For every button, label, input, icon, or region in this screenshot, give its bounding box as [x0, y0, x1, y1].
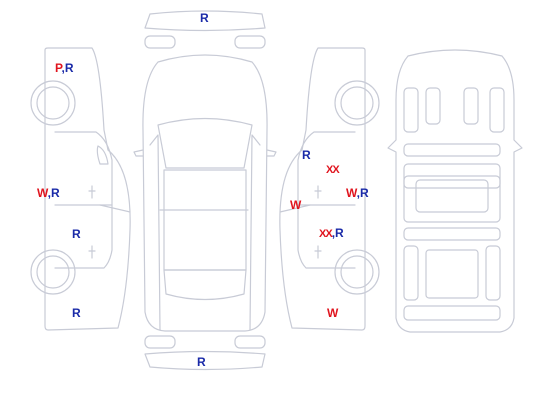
rear-bumper-outline	[144, 335, 266, 371]
mark-left-rear-quarter: R	[72, 307, 81, 319]
mark-front-bumper: R	[200, 12, 209, 24]
mark-code: XX	[326, 164, 340, 176]
mark-rear-bumper: R	[197, 356, 206, 368]
mark-right-front-fender: R	[302, 149, 311, 161]
mark-code: R	[72, 306, 81, 320]
mark-code: R	[51, 186, 60, 200]
mark-code: R	[197, 355, 206, 369]
underside-view-outline	[387, 49, 523, 333]
mark-right-front-door-upper: XX	[326, 164, 340, 176]
mark-code: R	[360, 186, 369, 200]
mark-code: R	[64, 61, 74, 75]
mark-code: R	[200, 11, 209, 25]
mark-left-rear-door: R	[72, 228, 81, 240]
mark-code: R	[302, 148, 311, 162]
mark-code: R	[335, 226, 344, 240]
mark-code: W	[37, 186, 48, 200]
mark-right-front-door: W	[290, 199, 301, 211]
mark-right-rear-door: XX,R	[319, 226, 344, 240]
left-side-view-outline	[30, 47, 131, 331]
mark-left-front-fender: P,R	[55, 61, 74, 75]
mark-code: R	[72, 227, 81, 241]
mark-code: W	[290, 198, 302, 212]
mark-code: W	[346, 186, 357, 200]
front-bumper-outline	[144, 10, 266, 49]
mark-right-pillar: W,R	[346, 186, 369, 200]
mark-right-rear-quarter: W	[327, 307, 338, 319]
mark-code: W	[327, 306, 339, 320]
mark-code: P	[55, 61, 62, 75]
mark-code: XX	[319, 228, 333, 240]
right-side-view-outline	[279, 47, 380, 331]
mark-left-front-door: W,R	[37, 186, 60, 200]
car-top-view-outline	[133, 54, 277, 332]
